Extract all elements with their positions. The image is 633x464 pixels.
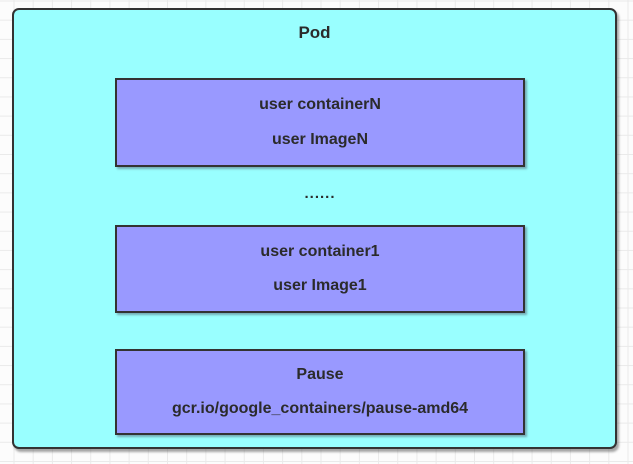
pod-shape: Pod user containerN user ImageN ...... u… xyxy=(12,8,617,449)
container-shape-pause: Pause gcr.io/google_containers/pause-amd… xyxy=(115,349,525,435)
container-name-label: user containerN xyxy=(259,96,381,113)
container-image-label: gcr.io/google_containers/pause-amd64 xyxy=(171,400,469,417)
container-image-label: user ImageN xyxy=(271,131,369,148)
ellipsis-label: ...... xyxy=(304,184,336,202)
container-image-label: user Image1 xyxy=(273,277,367,295)
container-name-label: Pause xyxy=(296,366,344,383)
container-shape-user-n: user containerN user ImageN xyxy=(115,78,525,167)
container-shape-user-1: user container1 user Image1 xyxy=(115,225,525,313)
container-name-label: user container1 xyxy=(260,242,380,260)
pod-title: Pod xyxy=(298,23,331,42)
